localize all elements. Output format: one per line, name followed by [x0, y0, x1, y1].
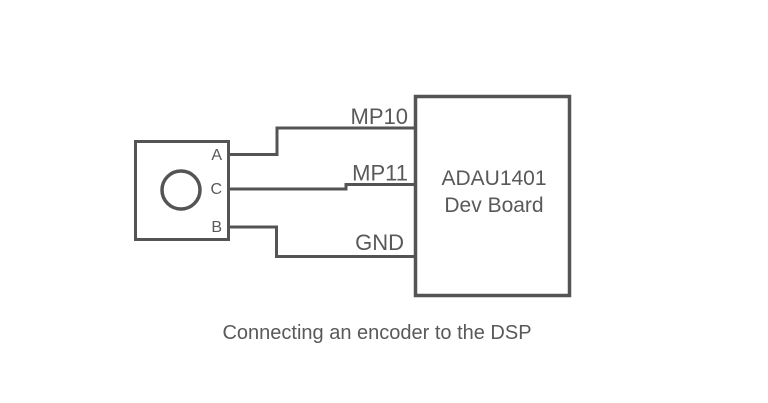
wire-c-to-mp11 [229, 183, 415, 191]
diagram-caption: Connecting an encoder to the DSP [222, 322, 531, 344]
dev-board-box [413, 94, 572, 298]
dev-board-name-line2: Dev Board [444, 194, 543, 217]
encoder-pin-label-a: A [211, 147, 222, 164]
encoder-box [134, 140, 230, 241]
encoder-pin-label-c: C [210, 181, 222, 198]
encoder-knob-circle-icon [160, 169, 202, 211]
wire-a-to-mp10 [229, 126, 415, 156]
wire-label-mp11: MP11 [352, 161, 408, 186]
dev-board-name-line1: ADAU1401 [441, 167, 546, 190]
wire-label-mp10: MP10 [351, 104, 408, 129]
wire-label-gnd: GND [355, 230, 404, 255]
wire-b-to-gnd [229, 225, 415, 258]
encoder-pin-label-b: B [211, 219, 222, 236]
